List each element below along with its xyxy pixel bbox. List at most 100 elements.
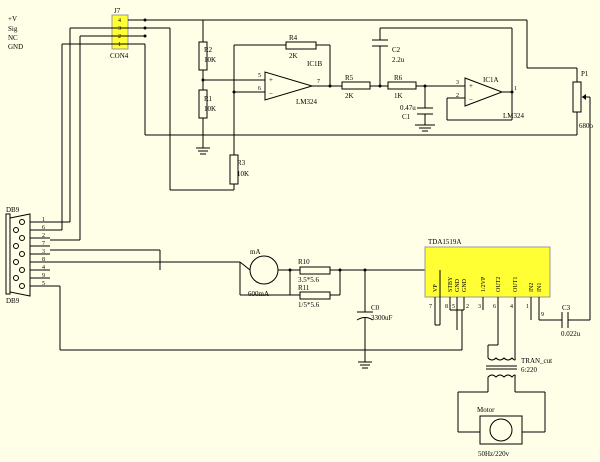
r10-value: 3.5*5.6 — [298, 276, 320, 284]
tda-pin-number: 7 — [429, 304, 432, 310]
c1-ref: C1 — [402, 113, 411, 121]
j7-pin-number: 3 — [118, 26, 121, 32]
ic1b-pin-plus: 5 — [258, 73, 261, 79]
capacitor-c3: C3 0.022u — [561, 304, 581, 338]
db9-pin-number: 1 — [42, 217, 45, 223]
j7-pin-number: 4 — [118, 18, 121, 24]
tda-pin-name: IN2 — [529, 283, 535, 292]
tda-ref: TDA1519A — [428, 238, 461, 246]
c0-value: 3300uF — [371, 314, 393, 322]
ic1a-part: LM324 — [503, 112, 525, 120]
ammeter-rating: 600mA — [248, 290, 269, 298]
tda-pin-name: OUT2 — [496, 277, 502, 292]
tda-pin-number: 1 — [526, 304, 529, 310]
j7-pin-number: 1 — [118, 42, 121, 48]
opamp-ic1a: + − 3 2 1 IC1A LM324 — [456, 76, 525, 120]
c2-ref: C2 — [392, 46, 401, 54]
p1-ref: P1 — [581, 70, 589, 78]
resistor-r3: R3 10K — [229, 154, 249, 185]
ground-symbol — [196, 147, 210, 155]
ic1b-pin-out: 7 — [317, 79, 320, 85]
svg-text:+: + — [469, 82, 473, 90]
motor: Motor 50Hz/220v — [477, 406, 523, 458]
tda-pin-name: GND — [462, 278, 468, 292]
tda-pin-name: GND — [455, 278, 461, 292]
tda-pin-name: IN1 — [537, 283, 543, 292]
c0-ref: C0 — [371, 304, 380, 312]
db9-pin-number: 7 — [42, 241, 45, 247]
db9-pin-number: 6 — [42, 225, 45, 231]
db9-pin-number: 8 — [42, 257, 45, 263]
ic1a-pin-out: 1 — [514, 86, 517, 92]
signal-label-nc: NC — [8, 34, 18, 42]
db9-pin-number: 4 — [42, 265, 45, 271]
tda-pin-number: 4 — [510, 304, 513, 310]
signal-label-gnd: GND — [8, 43, 23, 51]
db9-pin-number: 9 — [42, 273, 45, 279]
transformer-value: 6:220 — [521, 366, 537, 374]
resistor-r6: R6 1K — [387, 74, 417, 100]
connector-j7-body — [111, 14, 129, 50]
tda-pin-number: 2 — [466, 304, 469, 310]
resistor-r2: R2 10K — [198, 41, 216, 71]
capacitor-c2: C2 2.2u — [372, 39, 405, 64]
svg-text:+: + — [269, 76, 273, 84]
motor-rating: 50Hz/220v — [478, 450, 510, 458]
p1-value: 680o — [579, 122, 594, 130]
db9-pin-number: 3 — [42, 249, 45, 255]
tda-body — [424, 246, 551, 298]
opamp-ic1b: + − 5 6 7 IC1B LM324 — [258, 60, 323, 106]
resistor-r11: R11 1/5*5.6 — [298, 284, 331, 309]
r11-value: 1/5*5.6 — [298, 301, 320, 309]
r10-ref: R10 — [298, 258, 310, 266]
resistor-r10: R10 3.5*5.6 — [298, 258, 331, 284]
potentiometer-p1: P1 680o — [572, 70, 594, 130]
c2-value: 2.2u — [392, 56, 405, 64]
wiring-top — [50, 19, 591, 321]
tda-pin-name: OUT1 — [513, 277, 519, 292]
signal-label-sig: Sig — [8, 25, 18, 33]
r5-value: 2K — [345, 92, 354, 100]
tda-pin-number: 3 — [478, 304, 481, 310]
r3-value: 10K — [237, 170, 249, 178]
resistor-r1: R1 10K — [198, 89, 216, 119]
r3-ref: R3 — [237, 159, 246, 167]
r6-ref: R6 — [394, 74, 403, 82]
resistor-r4: R4 2K — [285, 34, 317, 60]
db9-label-bottom: DB9 — [6, 297, 20, 305]
ic1b-ref: IC1B — [307, 60, 323, 68]
ic1a-ref: IC1A — [483, 76, 499, 84]
r6-value: 1K — [394, 92, 403, 100]
db9-pin-number: 2 — [42, 233, 45, 239]
r2-value: 10K — [204, 56, 216, 64]
r11-ref: R11 — [298, 284, 310, 292]
motor-name: Motor — [477, 406, 495, 414]
ic-tda1519a: TDA1519A VP STBY GND GND 1/2VP OUT2 OUT1… — [424, 238, 562, 345]
signal-label-v-plus: +V — [8, 15, 17, 23]
capacitor-c1: 0.47u C1 — [400, 104, 433, 121]
tda-pin-name: VP — [433, 284, 439, 292]
tda-pin-number: 6 — [493, 304, 496, 310]
r1-ref: R1 — [204, 95, 213, 103]
r1-value: 10K — [204, 105, 216, 113]
ic1b-part: LM324 — [296, 98, 318, 106]
c1-value: 0.47u — [400, 104, 416, 112]
r4-value: 2K — [289, 52, 298, 60]
wiring-db9 — [50, 27, 463, 351]
ic1a-pin-minus: 2 — [456, 93, 459, 99]
transformer: TRAN_cut 6:220 — [457, 344, 552, 433]
tda-pin-number: 5 — [452, 304, 455, 310]
ammeter: mA 600mA — [239, 248, 300, 298]
c3-value: 0.022u — [561, 330, 581, 338]
capacitor-c0: C0 3300uF — [356, 270, 393, 362]
ground-symbol — [358, 361, 372, 369]
ic1b-pin-minus: 6 — [258, 86, 261, 92]
connector-j7-value: CON4 — [110, 52, 129, 60]
db9-connector: DB9 1 6 2 7 3 8 4 9 5 DB9 — [5, 206, 50, 305]
resistor-r5: R5 2K — [341, 74, 371, 100]
db9-pin-number: 5 — [42, 281, 45, 287]
svg-text:−: − — [469, 96, 473, 104]
tda-pin-name: 1/2VP — [481, 276, 487, 292]
tda-pin-number: 8 — [445, 304, 448, 310]
